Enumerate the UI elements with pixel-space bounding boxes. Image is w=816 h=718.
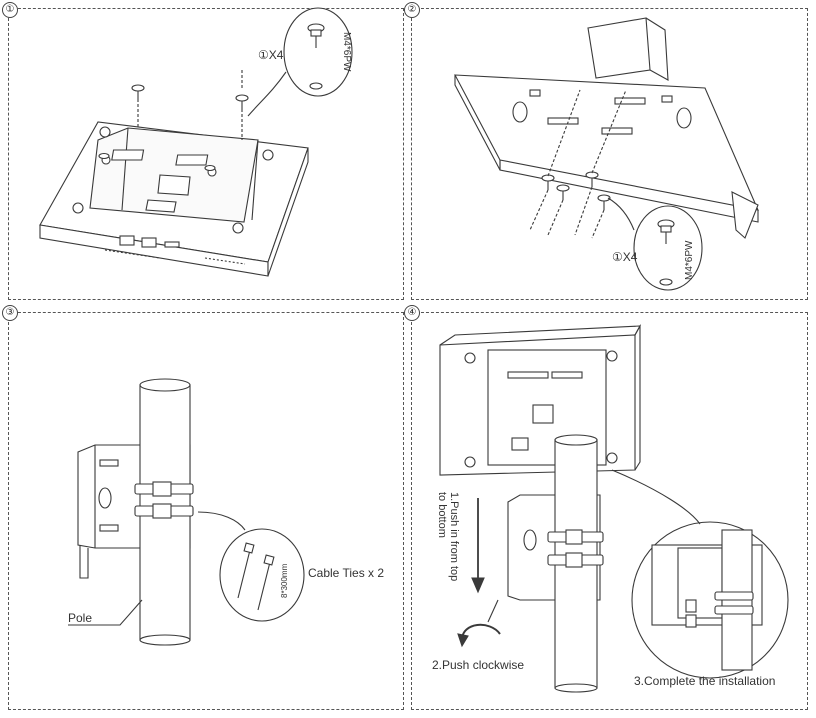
screw-icon [204,164,216,172]
panel-step-2 [411,8,808,300]
step4-push-label: 1.Push in from top to bottom [436,492,460,582]
device-foot [606,350,618,362]
cable-tie-callout [219,528,305,622]
panel-step-1 [8,8,404,300]
device-foot [464,352,476,364]
screw-icon [556,184,570,200]
screw-icon [597,194,611,210]
panel-step-4 [411,312,808,710]
device-side-face [267,147,309,277]
screw-detail-icon [307,23,325,90]
clockwise-arrow-icon [461,624,501,641]
screw-detail-icon [657,219,675,286]
screw-callout [633,205,703,291]
step-number-3: ③ [2,305,18,321]
step-number-4: ④ [404,305,420,321]
cable-tie-icon [237,542,275,611]
device-foot [72,202,84,214]
step4-clockwise-label: 2.Push clockwise [432,658,525,672]
step4-complete-label: 3.Complete the installation [634,674,776,688]
device-foot [606,452,618,464]
panel-step-3 [8,312,404,710]
device-foot [232,222,244,234]
step2-screw-qty: ①X4 [612,250,638,264]
screw-icon [131,84,145,102]
step1-screw-qty: ①X4 [258,48,284,62]
step-number-1: ① [2,2,18,18]
step-number-2: ② [404,2,420,18]
lan-port [119,235,135,246]
screw-icon [98,152,110,160]
device-foot [262,149,274,161]
device-foot [99,126,111,138]
lan-port [141,237,157,248]
screw-icon [235,94,249,112]
step3-cable-ties-label: Cable Ties x 2 [308,566,385,580]
device-foot [464,456,476,468]
screw-callout [283,7,353,97]
step3-pole-label: Pole [68,611,93,625]
